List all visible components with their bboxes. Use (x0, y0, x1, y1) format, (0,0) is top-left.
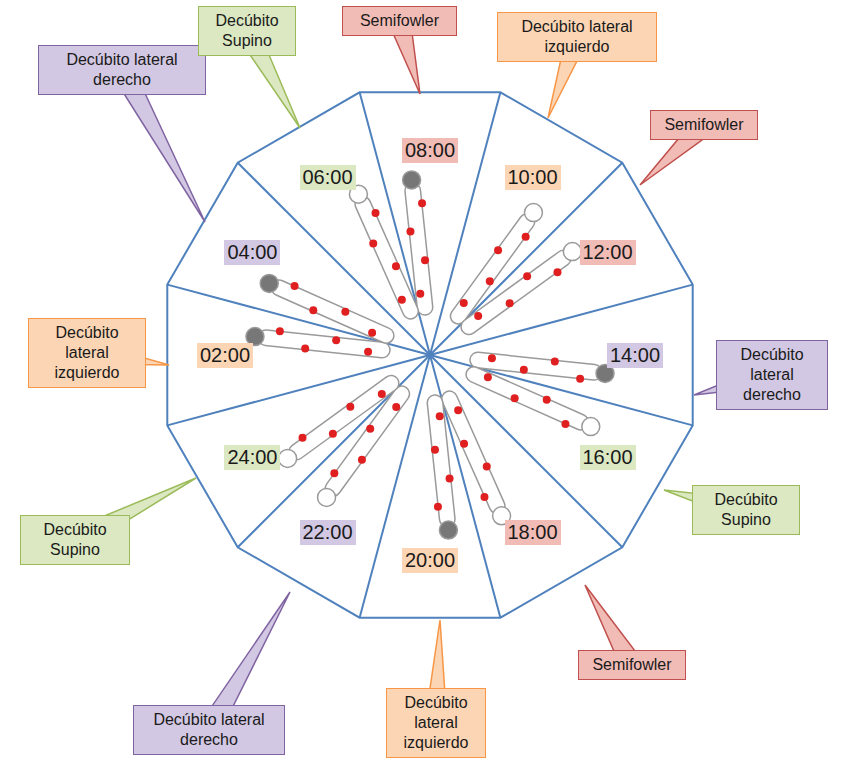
pressure-point (454, 406, 462, 414)
pressure-point (484, 373, 492, 381)
position-callout: Decúbito Supino (692, 485, 800, 535)
pressure-point (301, 344, 309, 352)
pressure-point (332, 336, 340, 344)
position-text: Decúbito Supino (699, 490, 793, 530)
patient-figure (260, 274, 386, 336)
time-label: 24:00 (224, 445, 280, 470)
position-callout: Decúbito lateral derecho (38, 45, 206, 95)
position-callout: Decúbito Supino (20, 515, 130, 565)
dodecagon-outline (167, 92, 692, 617)
pressure-point (366, 425, 374, 433)
pressure-point (436, 412, 444, 420)
time-label: 14:00 (607, 343, 663, 368)
pressure-point (434, 503, 442, 511)
position-text: Decúbito lateral derecho (723, 345, 821, 405)
patient-figure (349, 185, 410, 311)
time-label: 06:00 (300, 165, 356, 190)
pressure-point (372, 209, 380, 217)
pressure-point (368, 329, 376, 337)
segment-divider (360, 92, 430, 355)
position-text: Semifowler (585, 655, 679, 675)
pressure-point (329, 430, 337, 438)
patient-figure (469, 243, 582, 327)
pressure-point (494, 246, 502, 254)
pressure-point (406, 228, 414, 236)
position-callout: Decúbito lateral izquierdo (386, 688, 486, 758)
pressure-point (431, 446, 439, 454)
pressure-point (576, 375, 584, 383)
position-text: Decúbito lateral izquierdo (504, 17, 650, 57)
patient-figure (431, 403, 457, 539)
position-callout: Semifowler (578, 650, 686, 680)
position-text: Decúbito lateral izquierdo (393, 693, 479, 753)
pressure-point (330, 469, 338, 477)
pressure-point (488, 354, 496, 362)
position-text: Semifowler (657, 115, 751, 135)
position-text: Decúbito lateral izquierdo (35, 323, 139, 383)
position-callout: Decúbito lateral derecho (716, 340, 828, 410)
time-label: 12:00 (580, 240, 636, 265)
pressure-point (543, 396, 551, 404)
position-callout: Decúbito Supino (198, 6, 296, 56)
patient-figure (474, 373, 600, 435)
pressure-point (358, 456, 366, 464)
position-callout: Semifowler (342, 6, 457, 36)
pressure-point (421, 256, 429, 264)
position-text: Semifowler (349, 11, 450, 31)
position-callout: Semifowler (650, 110, 758, 140)
pressure-point (460, 440, 468, 448)
pressure-point (446, 474, 454, 482)
position-text: Decúbito Supino (205, 11, 289, 51)
pressure-point (341, 308, 349, 316)
pressure-point (511, 394, 519, 402)
time-label: 18:00 (505, 520, 561, 545)
position-text: Decúbito lateral derecho (140, 710, 278, 750)
pressure-point (506, 299, 514, 307)
position-text: Decúbito Supino (27, 520, 123, 560)
pressure-point (486, 277, 494, 285)
pressure-point (369, 240, 377, 248)
pressure-point (460, 299, 468, 307)
pressure-point (418, 199, 426, 207)
pressure-point (309, 306, 317, 314)
time-label: 20:00 (402, 548, 458, 573)
pressure-point (520, 366, 528, 374)
position-callout: Decúbito lateral izquierdo (497, 12, 657, 62)
pressure-point (276, 327, 284, 335)
position-text: Decúbito lateral derecho (45, 50, 199, 90)
time-label: 02:00 (197, 343, 253, 368)
patient-figure (450, 399, 511, 525)
segment-divider (430, 355, 500, 618)
position-callout: Decúbito lateral derecho (133, 705, 285, 755)
pressure-point (346, 403, 354, 411)
pressure-point (553, 268, 561, 276)
position-callout: Decúbito lateral izquierdo (28, 318, 146, 388)
patient-figure (279, 383, 392, 467)
pressure-point (416, 290, 424, 298)
time-label: 08:00 (402, 138, 458, 163)
pressure-point (483, 462, 491, 470)
pressure-point (551, 358, 559, 366)
pressure-point (398, 296, 406, 304)
time-label: 04:00 (224, 240, 280, 265)
pressure-point (480, 493, 488, 501)
pressure-point (378, 390, 386, 398)
pressure-point (392, 262, 400, 270)
time-label: 10:00 (505, 165, 561, 190)
pressure-point (299, 434, 307, 442)
pressure-point (523, 272, 531, 280)
pressure-point (522, 233, 530, 241)
pressure-point (364, 348, 372, 356)
pressure-point (561, 420, 569, 428)
time-label: 22:00 (300, 520, 356, 545)
pressure-point (291, 282, 299, 290)
pressure-point (474, 312, 482, 320)
time-label: 16:00 (580, 445, 636, 470)
pressure-point (392, 403, 400, 411)
